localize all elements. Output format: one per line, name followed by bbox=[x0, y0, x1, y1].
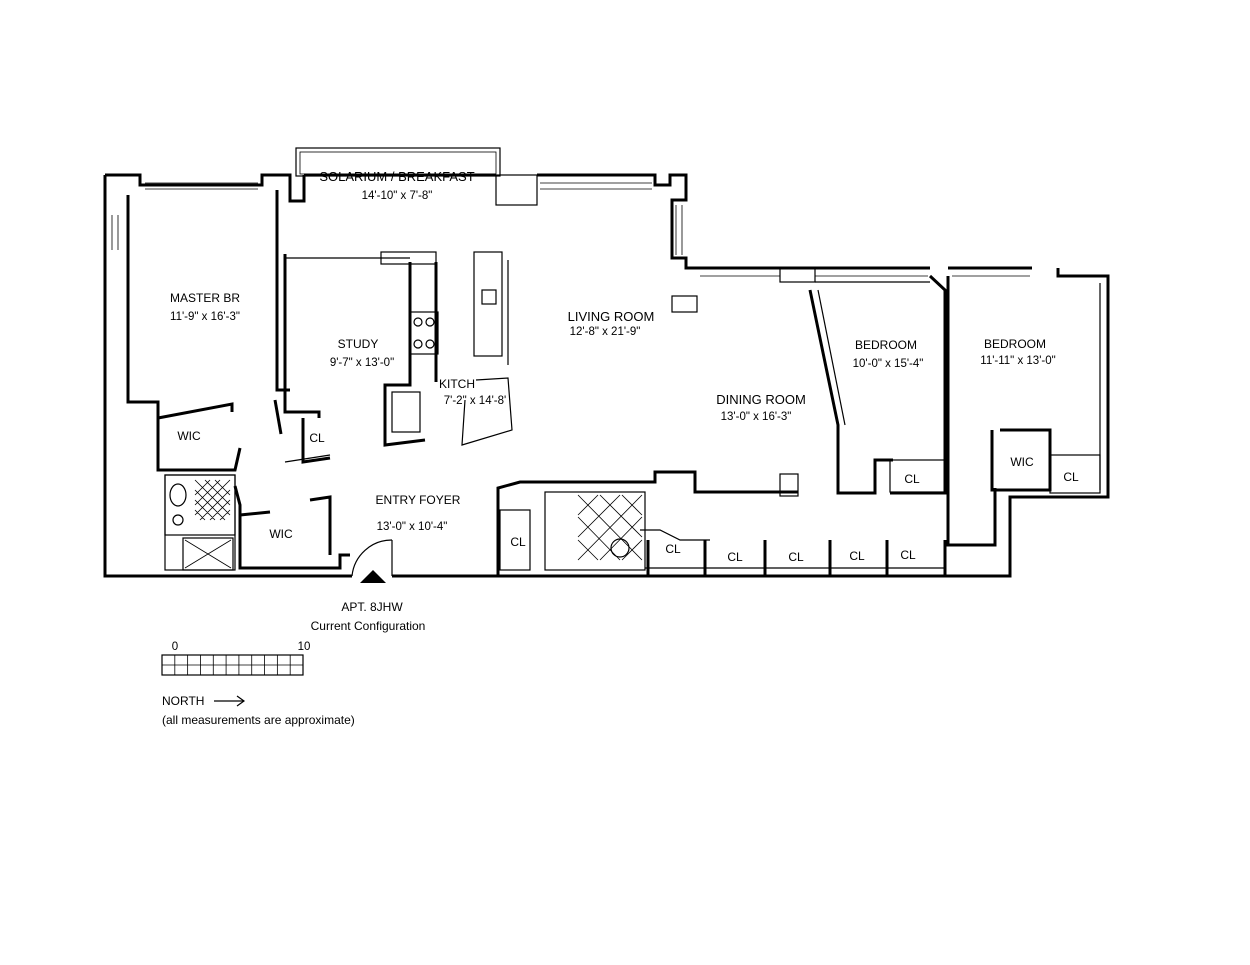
cl-row-3: CL bbox=[788, 550, 804, 564]
bedroom1-name: BEDROOM bbox=[855, 338, 917, 352]
solarium-dims: 14'-10" x 7'-8" bbox=[362, 190, 433, 202]
cl-bedroom1: CL bbox=[904, 472, 920, 486]
windows bbox=[111, 182, 1030, 313]
cl-study: CL bbox=[309, 431, 325, 445]
kitchen-dims: 7'-2" x 14'-8' bbox=[444, 395, 506, 407]
bedroom1-walls bbox=[808, 274, 947, 495]
exterior-walls bbox=[103, 173, 1110, 578]
cl-row-4: CL bbox=[849, 549, 865, 563]
study-dims: 9'-7" x 13'-0" bbox=[330, 357, 394, 369]
configuration-label: Current Configuration bbox=[311, 619, 426, 633]
scale-start-label: 0 bbox=[172, 641, 178, 653]
north-label: NORTH bbox=[162, 694, 204, 708]
bedroom2-name: BEDROOM bbox=[984, 337, 1046, 351]
study-name: STUDY bbox=[338, 337, 379, 351]
kitchen-name: KITCH bbox=[439, 377, 475, 391]
measurement-note: (all measurements are approximate) bbox=[162, 713, 355, 727]
cl-bedroom2: CL bbox=[1063, 470, 1079, 484]
master-walls bbox=[126, 190, 350, 571]
solarium-name: SOLARIUM / BREAKFAST bbox=[319, 169, 474, 184]
master-bath bbox=[164, 474, 236, 571]
north-arrow-icon bbox=[214, 695, 246, 707]
bedroom1-dims: 10'-0" x 15'-4" bbox=[853, 358, 924, 370]
master-name: MASTER BR bbox=[170, 291, 240, 305]
wic-master-bottom: WIC bbox=[269, 527, 293, 541]
cl-row-1: CL bbox=[665, 542, 681, 556]
apartment-number: APT. 8JHW bbox=[341, 600, 403, 614]
cl-row-2: CL bbox=[727, 550, 743, 564]
study-kitchen-walls bbox=[283, 251, 513, 464]
solarium-bay bbox=[295, 147, 538, 206]
dining-name: DINING ROOM bbox=[716, 392, 806, 407]
living-name: LIVING ROOM bbox=[568, 309, 655, 324]
foyer-name: ENTRY FOYER bbox=[376, 493, 461, 507]
entry-arrow-icon bbox=[360, 570, 386, 583]
scale-end-label: 10 bbox=[298, 641, 311, 653]
wic-master-top: WIC bbox=[177, 429, 201, 443]
bedroom2-walls bbox=[946, 276, 1101, 547]
cl-foyer: CL bbox=[510, 535, 526, 549]
dining-dims: 13'-0" x 16'-3" bbox=[721, 411, 792, 423]
living-dims: 12'-8" x 21'-9" bbox=[570, 326, 641, 338]
scale-bar: 0 10 bbox=[161, 641, 311, 676]
foyer-dims: 13'-0" x 10'-4" bbox=[377, 521, 448, 533]
foyer-walls bbox=[496, 470, 947, 576]
entry-door bbox=[351, 539, 393, 577]
master-dims: 11'-9" x 16'-3" bbox=[170, 311, 240, 323]
cl-row-5: CL bbox=[900, 548, 916, 562]
wic-bedroom2: WIC bbox=[1010, 455, 1034, 469]
bedroom2-dims: 11'-11" x 13'-0" bbox=[980, 355, 1055, 367]
